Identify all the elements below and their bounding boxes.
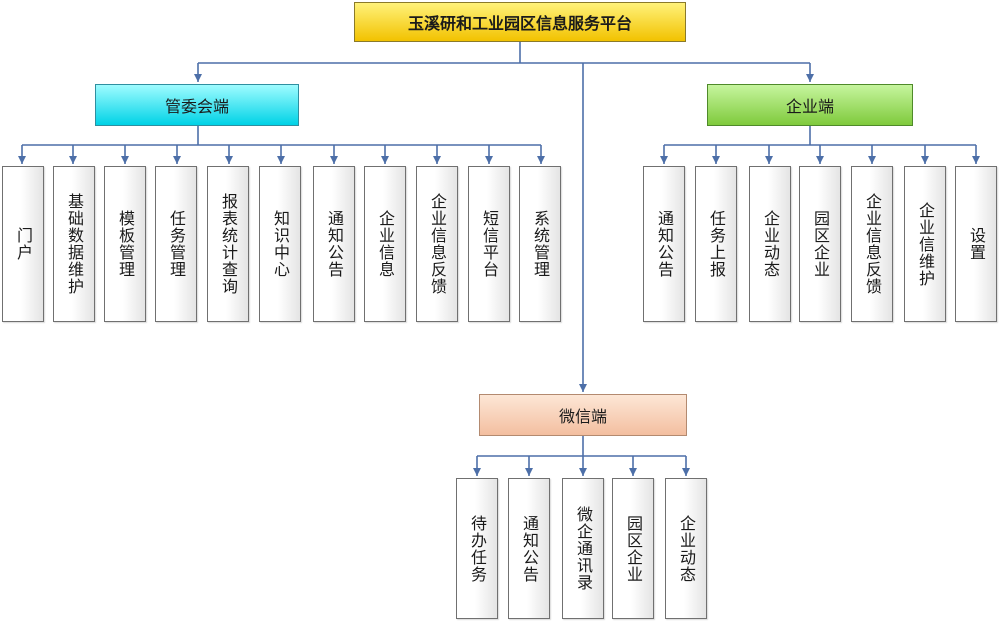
node-label: 短信平台 [480,210,499,278]
branch-admin-label: 管委会端 [164,97,229,116]
node-label: 通知公告 [520,514,539,583]
node-label: 待办任务 [468,514,487,583]
node-label: 微企通讯录 [574,506,593,591]
wechat-node-notice: 通知公告 [508,478,550,619]
root-title-text: 玉溪研和工业园区信息服务平台 [407,14,632,33]
node-label: 模板管理 [116,210,135,278]
admin-node-report: 报表统计查询 [207,166,249,322]
node-label: 企业信维护 [916,201,935,287]
wechat-node-news: 企业动态 [665,478,707,619]
admin-node-template: 模板管理 [104,166,146,322]
node-label: 企业信息 [376,210,395,278]
enterprise-node-notice: 通知公告 [643,166,685,322]
branch-enterprise-header: 企业端 [707,84,913,126]
node-label: 系统管理 [531,210,550,278]
admin-node-portal: 门户 [2,166,44,322]
node-label: 报表统计查询 [219,193,238,295]
enterprise-node-settings: 设置 [955,166,997,322]
node-label: 任务上报 [707,210,726,278]
wechat-node-contacts: 微企通讯录 [562,478,604,619]
node-label: 知识中心 [271,210,290,278]
branch-wechat-header: 微信端 [479,394,687,436]
enterprise-node-news: 企业动态 [749,166,791,322]
admin-node-notice: 通知公告 [313,166,355,322]
node-label: 任务管理 [167,210,186,278]
enterprise-node-park-enterprise: 园区企业 [799,166,841,322]
wechat-node-park-enterprise: 园区企业 [612,478,654,619]
enterprise-node-info-maintenance: 企业信维护 [904,166,946,322]
branch-enterprise-label: 企业端 [785,97,834,116]
enterprise-node-info-feedback: 企业信息反馈 [851,166,893,322]
enterprise-node-task-report: 任务上报 [695,166,737,322]
node-label: 通知公告 [655,210,674,278]
node-label: 企业信息反馈 [428,193,447,295]
admin-node-task: 任务管理 [155,166,197,322]
node-label: 通知公告 [325,210,344,278]
wechat-node-todo: 待办任务 [456,478,498,619]
node-label: 园区企业 [624,514,643,583]
admin-node-basic-data: 基础数据维护 [53,166,95,322]
admin-node-knowledge: 知识中心 [259,166,301,322]
admin-node-enterprise-info: 企业信息 [364,166,406,322]
root-node-title: 玉溪研和工业园区信息服务平台 [354,2,686,42]
node-label: 基础数据维护 [65,193,84,295]
node-label: 企业信息反馈 [863,193,882,295]
node-label: 企业动态 [677,514,696,583]
node-label: 企业动态 [761,210,780,278]
admin-node-info-feedback: 企业信息反馈 [416,166,458,322]
node-label: 门户 [14,227,33,261]
node-label: 设置 [967,227,986,261]
admin-node-system: 系统管理 [519,166,561,322]
node-label: 园区企业 [811,210,830,278]
branch-wechat-label: 微信端 [558,407,607,426]
admin-node-sms: 短信平台 [468,166,510,322]
branch-admin-header: 管委会端 [95,84,299,126]
